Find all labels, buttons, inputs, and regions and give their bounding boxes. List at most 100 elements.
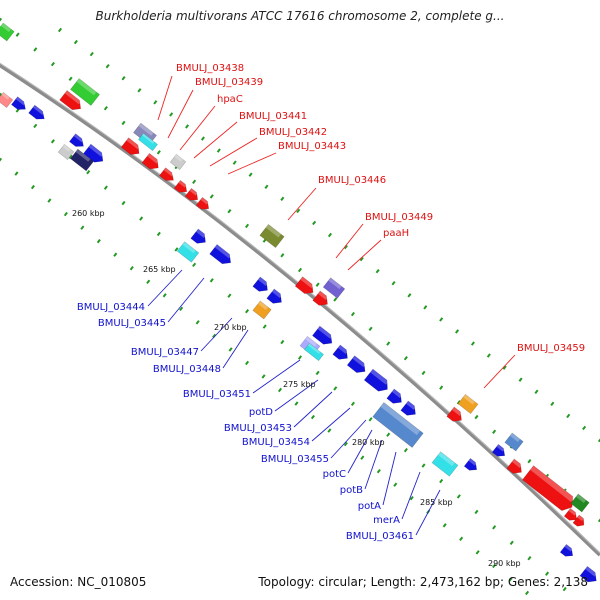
gene-label[interactable]: BMULJ_03444 xyxy=(77,302,145,313)
gene-block[interactable] xyxy=(0,22,15,42)
tick-mark xyxy=(315,370,320,376)
tick-mark xyxy=(153,100,158,105)
tick-mark xyxy=(350,311,355,317)
leader-line xyxy=(347,429,373,474)
forward-gene-labels: BMULJ_03438 BMULJ_03439 hpaC BMULJ_03441… xyxy=(176,63,585,354)
gene-label[interactable]: merA xyxy=(373,515,400,526)
gene-block[interactable] xyxy=(304,342,324,362)
tick-mark xyxy=(327,428,332,433)
leader-line xyxy=(364,439,383,490)
gene-label[interactable]: potB xyxy=(340,485,363,496)
tick-mark xyxy=(562,586,567,592)
gene-label[interactable]: BMULJ_03443 xyxy=(278,141,346,152)
gene-label[interactable]: BMULJ_03451 xyxy=(183,389,251,400)
gene-arrow-forward[interactable] xyxy=(59,90,85,113)
gene-block[interactable] xyxy=(372,402,424,448)
tick-mark xyxy=(277,387,283,393)
gene-arrow-forward[interactable] xyxy=(400,400,419,419)
gene-arrow-forward[interactable] xyxy=(209,244,235,267)
gene-block[interactable] xyxy=(0,92,14,108)
gene-arrow-forward[interactable] xyxy=(83,143,106,166)
gene-arrow-forward[interactable] xyxy=(572,514,587,529)
gene-block[interactable] xyxy=(70,78,100,106)
tick-mark xyxy=(518,377,523,382)
gene-arrow-forward[interactable] xyxy=(332,344,351,363)
gene-label[interactable]: BMULJ_03454 xyxy=(242,437,310,448)
tick-mark xyxy=(474,509,479,515)
gene-label[interactable]: BMULJ_03442 xyxy=(259,127,327,138)
gene-label[interactable]: BMULJ_03441 xyxy=(239,111,307,122)
tick-mark xyxy=(459,536,464,542)
gene-label[interactable]: BMULJ_03461 xyxy=(346,531,414,542)
gene-block[interactable] xyxy=(259,223,285,249)
gene-arrow-forward[interactable] xyxy=(141,152,162,172)
tick-mark xyxy=(33,47,38,52)
gene-block[interactable] xyxy=(504,432,524,452)
gene-arrow-forward[interactable] xyxy=(579,565,600,585)
gene-block[interactable] xyxy=(431,451,459,477)
leader-line xyxy=(227,152,277,175)
gene-label[interactable]: BMULJ_03449 xyxy=(365,212,433,223)
leader-line xyxy=(274,379,319,412)
tick-mark xyxy=(129,266,134,271)
gene-arrow-forward[interactable] xyxy=(252,276,271,295)
gene-block[interactable] xyxy=(176,241,200,263)
gene-arrow-forward[interactable] xyxy=(463,458,480,473)
leader-line xyxy=(209,137,258,167)
gene-block[interactable] xyxy=(70,148,94,172)
gene-arrow-forward[interactable] xyxy=(446,406,465,425)
gene-label[interactable]: potD xyxy=(249,407,273,418)
gene-arrow-forward[interactable] xyxy=(563,508,580,523)
gene-label[interactable]: BMULJ_03446 xyxy=(318,175,386,186)
gene-arrow-forward[interactable] xyxy=(266,288,285,307)
leader-line xyxy=(401,471,421,520)
gene-label[interactable]: BMULJ_03455 xyxy=(261,454,329,465)
gene-label[interactable]: BMULJ_03448 xyxy=(153,364,221,375)
gene-label[interactable]: BMULJ_03445 xyxy=(98,318,166,329)
gene-arrow-forward[interactable] xyxy=(173,180,190,195)
gene-label[interactable]: BMULJ_03438 xyxy=(176,63,244,74)
gene-arrow-forward[interactable] xyxy=(363,368,392,395)
gene-block[interactable] xyxy=(252,300,272,320)
gene-arrow-forward[interactable] xyxy=(506,458,525,477)
gene-arrow-forward[interactable] xyxy=(386,388,405,407)
gene-arrow-forward[interactable] xyxy=(294,276,317,298)
gene-arrow-forward[interactable] xyxy=(522,465,577,515)
gene-label[interactable]: BMULJ_03447 xyxy=(131,347,199,358)
gene-arrow-forward[interactable] xyxy=(28,104,48,123)
gene-arrow-forward[interactable] xyxy=(184,188,201,203)
tick-mark xyxy=(0,92,3,98)
gene-block[interactable] xyxy=(322,277,346,299)
gene-block[interactable] xyxy=(457,393,479,415)
tick-mark xyxy=(68,154,73,159)
gene-block[interactable] xyxy=(570,493,590,513)
tick-mark xyxy=(105,63,110,69)
gene-arrow-forward[interactable] xyxy=(559,544,576,559)
gene-label[interactable]: hpaC xyxy=(217,94,243,105)
tick-mark xyxy=(375,268,380,274)
gene-arrow-forward[interactable] xyxy=(159,167,176,184)
gene-label[interactable]: BMULJ_03453 xyxy=(224,423,292,434)
gene-arrow-forward[interactable] xyxy=(69,133,86,150)
gene-block[interactable] xyxy=(138,132,158,152)
gene-label[interactable]: paaH xyxy=(383,228,409,239)
gene-arrow-forward[interactable] xyxy=(120,137,143,159)
leader-line xyxy=(179,105,216,151)
gene-label[interactable]: BMULJ_03439 xyxy=(195,77,263,88)
gene-arrow-forward[interactable] xyxy=(312,290,331,309)
gene-arrow-forward[interactable] xyxy=(195,197,212,212)
tick-mark xyxy=(96,238,101,244)
gene-label[interactable]: potA xyxy=(358,501,381,512)
gene-arrow-forward[interactable] xyxy=(346,355,369,377)
kbp-label: 260 kbp xyxy=(72,209,105,218)
gene-arrow-forward[interactable] xyxy=(491,444,508,459)
gene-label[interactable]: potC xyxy=(323,469,346,480)
gene-label[interactable]: BMULJ_03459 xyxy=(517,343,585,354)
gene-block[interactable] xyxy=(57,144,75,160)
gene-arrow-forward[interactable] xyxy=(190,228,209,247)
gene-arrow-forward[interactable] xyxy=(312,325,335,348)
gene-arrow-forward[interactable] xyxy=(11,96,28,113)
gene-block[interactable] xyxy=(169,154,187,170)
leader-line xyxy=(415,489,441,536)
